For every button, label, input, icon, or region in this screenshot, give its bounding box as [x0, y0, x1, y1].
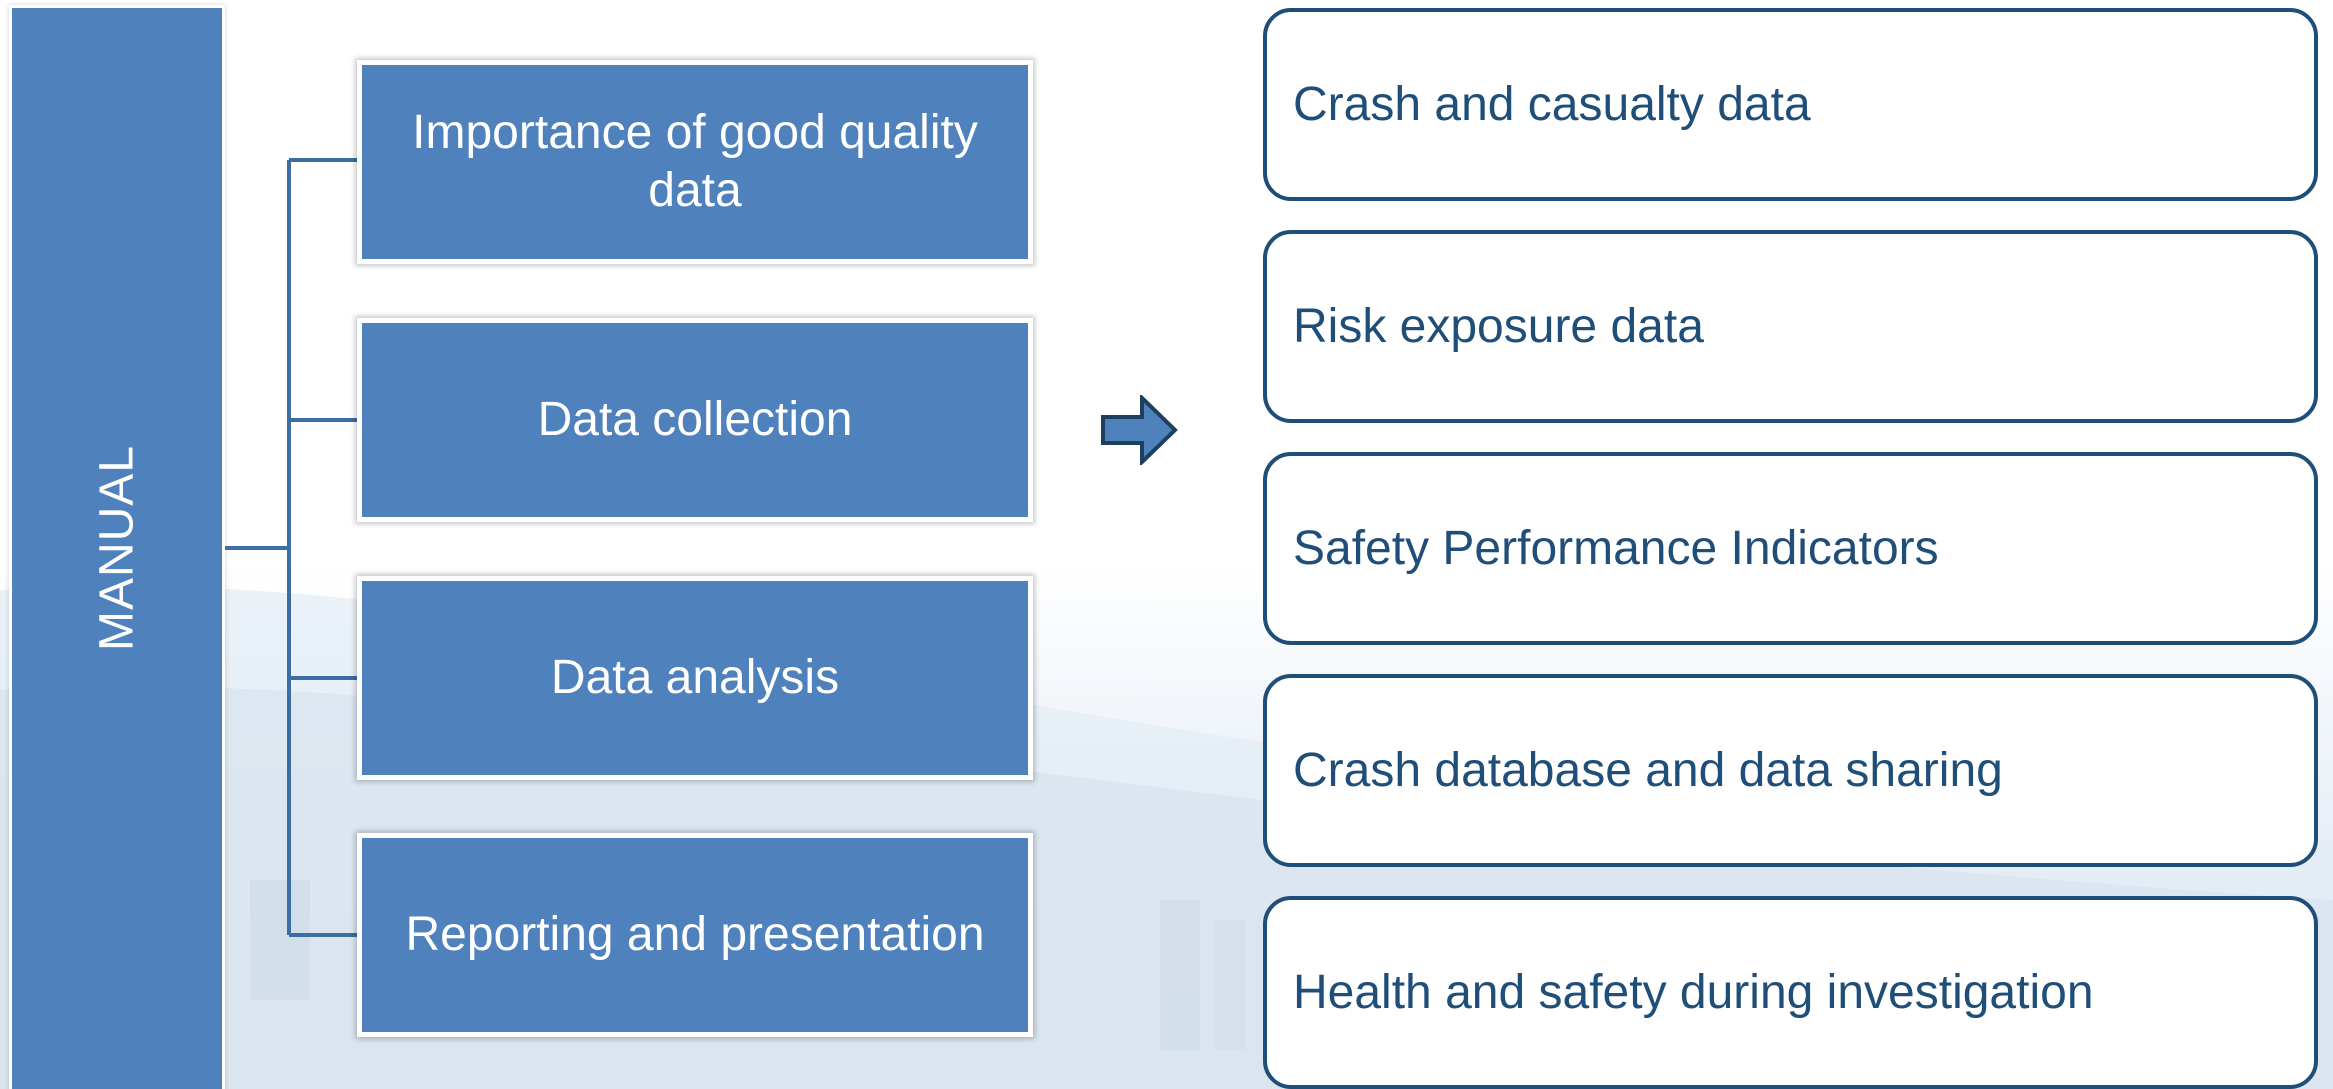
topic-box-importance-of-good-quality-data: Importance of good quality data: [357, 60, 1033, 264]
right-arrow-icon: [1101, 395, 1178, 465]
subtopic-box-risk-exposure-data: Risk exposure data: [1263, 230, 2318, 423]
subtopic-box-crash-database-and-data-sharing: Crash database and data sharing: [1263, 674, 2318, 867]
topic-box-reporting-and-presentation: Reporting and presentation: [357, 833, 1033, 1037]
subtopic-box-safety-performance-indicators: Safety Performance Indicators: [1263, 452, 2318, 645]
subtopic-box-crash-and-casualty-data: Crash and casualty data: [1263, 8, 2318, 201]
subtopic-box-health-and-safety-during-investigation: Health and safety during investigation: [1263, 896, 2318, 1089]
topic-box-data-analysis: Data analysis: [357, 576, 1033, 780]
manual-bar: [12, 8, 222, 1089]
topic-box-data-collection: Data collection: [357, 318, 1033, 522]
manual-label: MANUAL: [90, 444, 144, 652]
